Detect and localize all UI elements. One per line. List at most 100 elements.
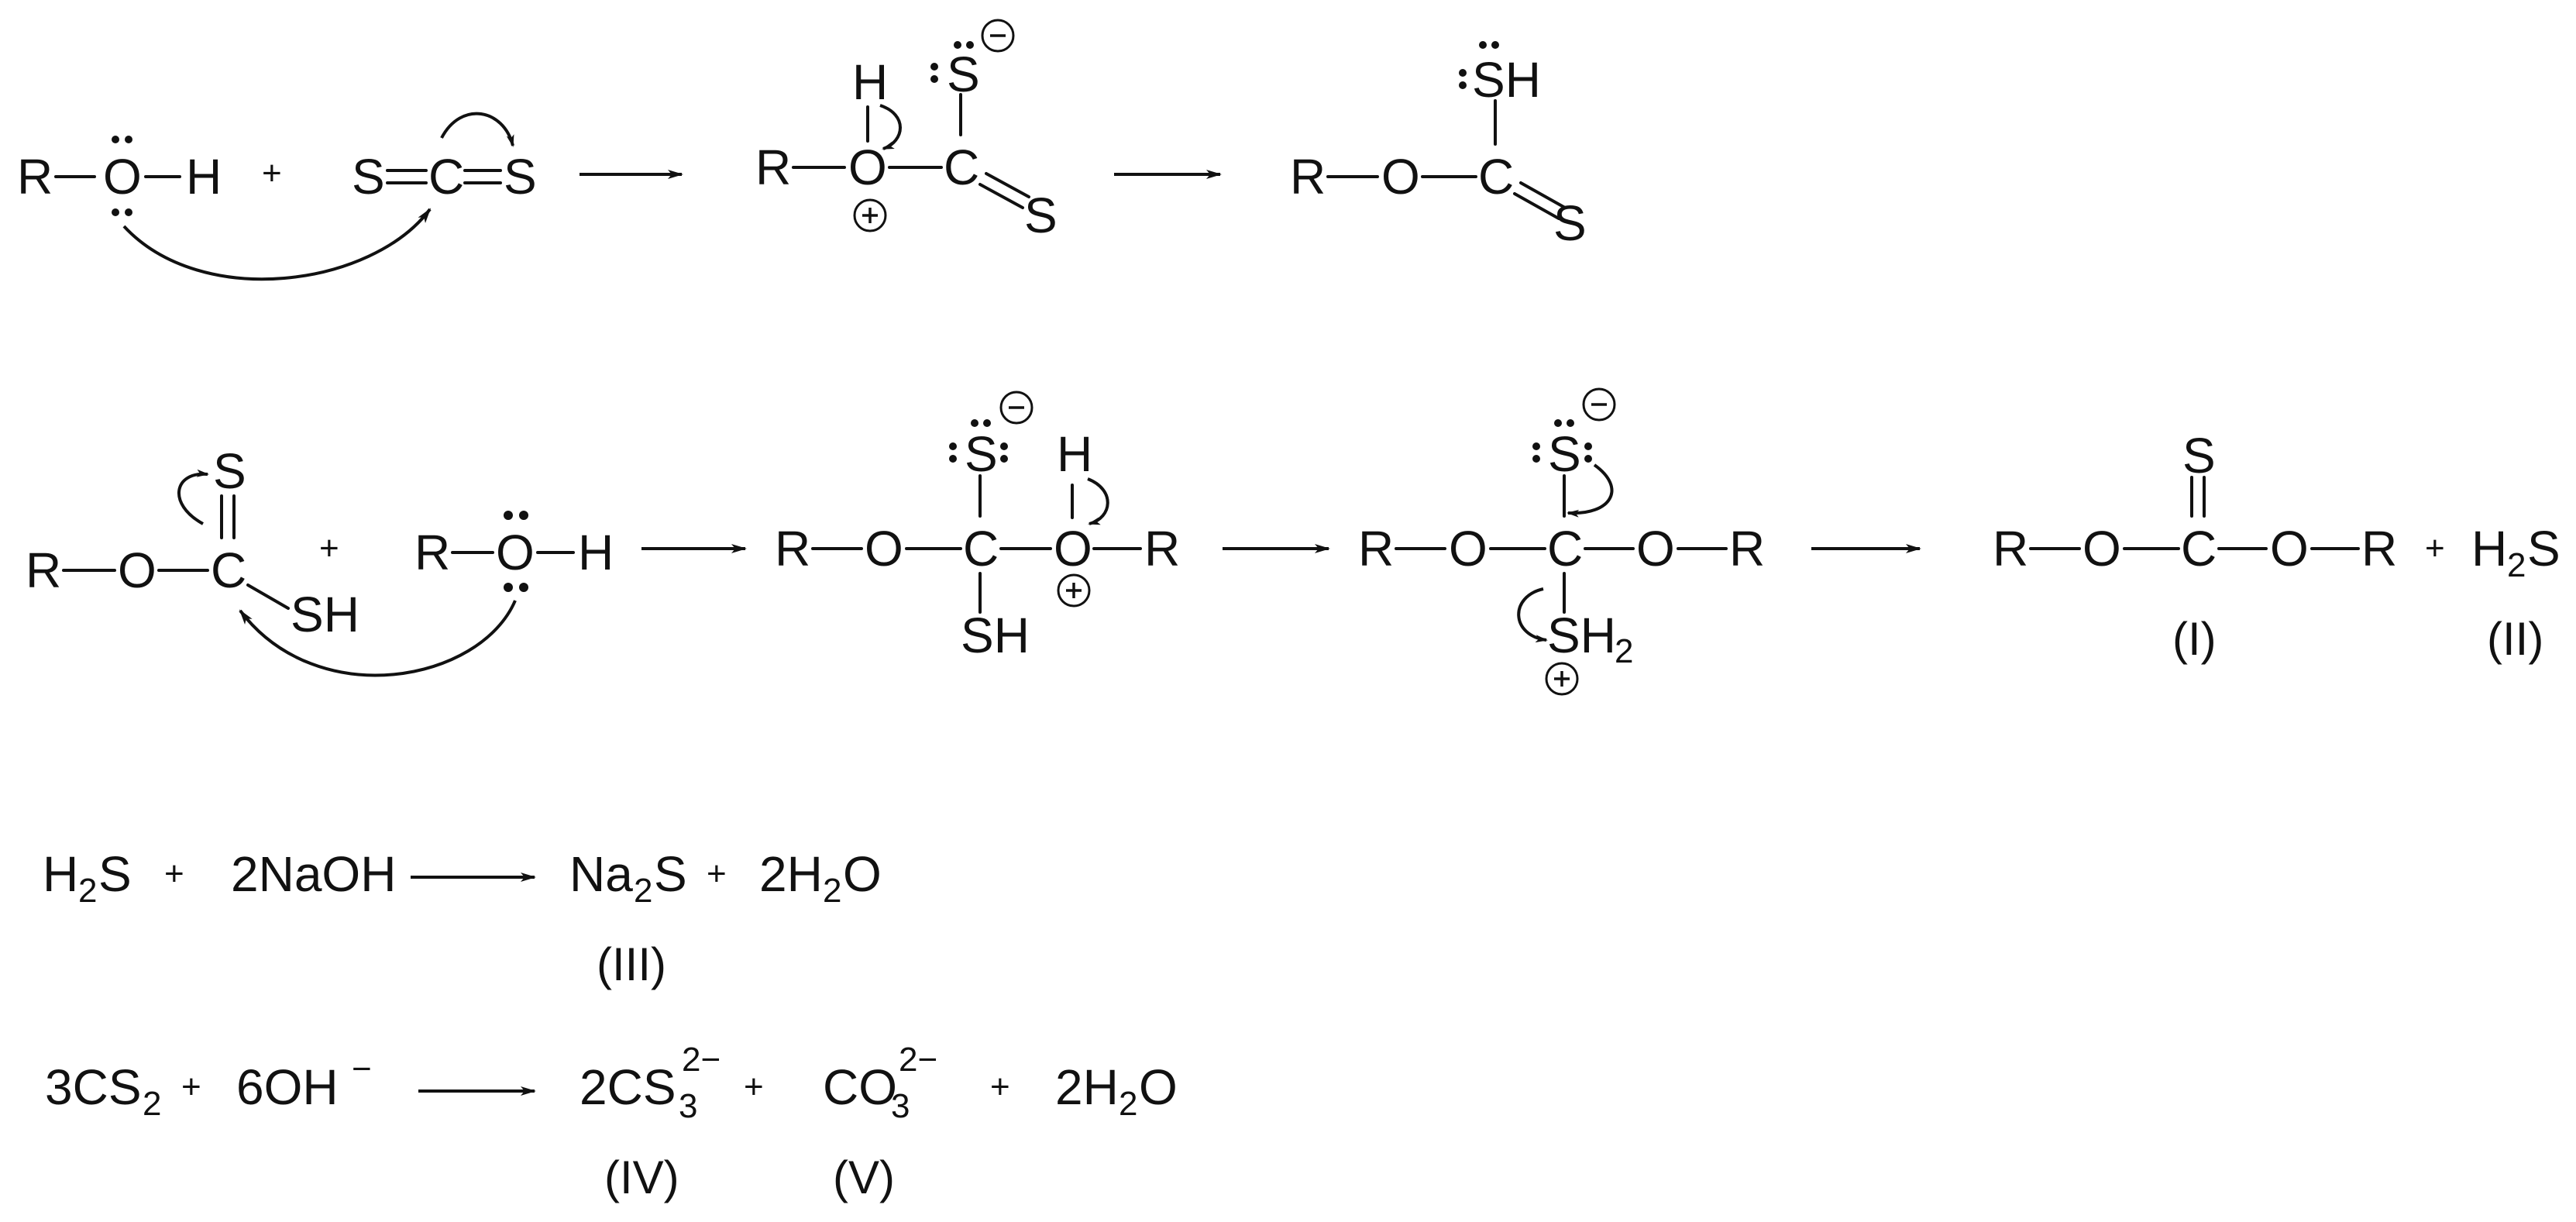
negative-charge-icon	[999, 391, 1033, 425]
lone-pair-dot	[1554, 419, 1562, 427]
lone-pair-dot	[1459, 69, 1467, 77]
row2-product-h2s: H 2 S	[2471, 521, 2561, 584]
eq3-h: H	[43, 846, 78, 902]
eq4-water-sub: 2	[1119, 1085, 1137, 1123]
lone-pair-dot	[504, 583, 513, 592]
atom-h: H	[852, 54, 888, 110]
atom-c: C	[1547, 521, 1583, 577]
eq4-water-o: O	[1139, 1059, 1178, 1115]
row1-xanthic-acid: R O C SH S	[1290, 41, 1587, 251]
eq3-s: S	[98, 846, 132, 902]
h2s-h: H	[2471, 521, 2507, 577]
lone-pair-dot	[519, 583, 528, 592]
atom-r: R	[755, 139, 791, 195]
row2-intermediate-2: R O C S SH 2 O R	[1358, 387, 1765, 696]
eq4-cs3: 2CS	[580, 1059, 676, 1115]
curved-arrow	[879, 104, 902, 150]
atom-r: R	[17, 149, 53, 205]
atom-c: C	[944, 139, 979, 195]
atom-s: S	[1024, 188, 1058, 243]
eq4-cs: 3CS	[45, 1059, 142, 1115]
curved-arrow	[177, 469, 209, 525]
curved-arrow	[122, 208, 432, 281]
atom-sh: SH	[1547, 608, 1616, 663]
eq3-water-o: O	[843, 846, 882, 902]
atom-s: S	[947, 46, 980, 102]
atom-sh: SH	[1472, 52, 1541, 108]
lone-pair-dot	[1459, 81, 1467, 89]
lone-pair-dot	[1584, 442, 1592, 450]
eq3-na2s-s: S	[654, 846, 687, 902]
lone-pair-dot	[930, 75, 938, 83]
lone-pair-dot	[504, 511, 513, 520]
eq4-co3-sub: 3	[891, 1087, 910, 1125]
curved-arrow	[1087, 477, 1109, 525]
h2s-s: S	[2527, 521, 2561, 577]
lone-pair-dot	[1479, 41, 1487, 49]
lone-pair-dot	[125, 208, 132, 216]
eq3-water-sub: 2	[823, 872, 841, 910]
lone-pair-dot	[954, 41, 961, 49]
plus-sign: +	[2425, 529, 2445, 567]
eq4-oh-charge: −	[352, 1050, 372, 1088]
atom-sh: SH	[291, 587, 359, 642]
double-bond	[978, 183, 1024, 209]
negative-charge-icon	[981, 19, 1015, 53]
row2-alcohol: R O H	[414, 511, 614, 592]
atom-s: S	[2182, 428, 2216, 484]
atom-o: O	[103, 149, 142, 205]
lone-pair-dot	[1000, 442, 1008, 450]
eq3-h2s-sub: 2	[78, 872, 97, 910]
lone-pair-dot	[1491, 41, 1499, 49]
plus-sign: +	[319, 529, 339, 567]
curved-arrow	[1517, 587, 1548, 643]
atom-s: S	[1553, 195, 1587, 251]
lone-pair-dot	[1567, 419, 1574, 427]
lone-pair-dot	[519, 511, 528, 520]
plus-sign: +	[181, 1068, 201, 1106]
lone-pair-dot	[1000, 455, 1008, 463]
lone-pair-dot	[966, 41, 974, 49]
atom-o: O	[1054, 521, 1092, 577]
h2s-subscript: 2	[2507, 546, 2526, 584]
atom-r: R	[1358, 521, 1394, 577]
atom-o: O	[1381, 149, 1420, 205]
double-bond	[1513, 192, 1560, 220]
atom-o: O	[2082, 521, 2121, 577]
atom-r: R	[414, 525, 450, 580]
positive-charge-icon	[853, 198, 887, 232]
atom-sh: SH	[961, 608, 1030, 663]
atom-r: R	[1729, 521, 1765, 577]
negative-charge-icon	[1582, 387, 1616, 422]
lone-pair-dot	[1532, 442, 1540, 450]
atom-c: C	[211, 542, 246, 598]
atom-c: C	[428, 149, 464, 205]
subscript-2: 2	[1615, 632, 1633, 670]
atom-s: S	[965, 426, 998, 482]
atom-o: O	[118, 542, 156, 598]
row2-product-xanthate-ester: R O C S O R	[1993, 428, 2397, 577]
eq3-naoh: 2NaOH	[231, 846, 396, 902]
lone-pair-dot	[949, 455, 957, 463]
eq3-na2s-sub: 2	[634, 872, 652, 910]
atom-o: O	[496, 525, 535, 580]
lone-pair-dot	[949, 442, 957, 450]
atom-s: S	[504, 149, 537, 205]
label-iv: (IV)	[604, 1151, 679, 1203]
eq3-water-2h: 2H	[759, 846, 823, 902]
atom-c: C	[963, 521, 999, 577]
lone-pair-dot	[112, 208, 119, 216]
double-bond	[985, 172, 1030, 198]
lone-pair-dot	[930, 63, 938, 71]
eq4-cs2-sub: 2	[143, 1085, 161, 1123]
atom-s: S	[352, 149, 385, 205]
atom-r: R	[1290, 149, 1326, 205]
label-ii: (II)	[2487, 613, 2543, 665]
bond	[246, 583, 290, 610]
atom-h: H	[578, 525, 614, 580]
atom-r: R	[26, 542, 61, 598]
plus-sign: +	[262, 154, 282, 192]
plus-sign: +	[744, 1068, 764, 1106]
lone-pair-dot	[125, 136, 132, 143]
